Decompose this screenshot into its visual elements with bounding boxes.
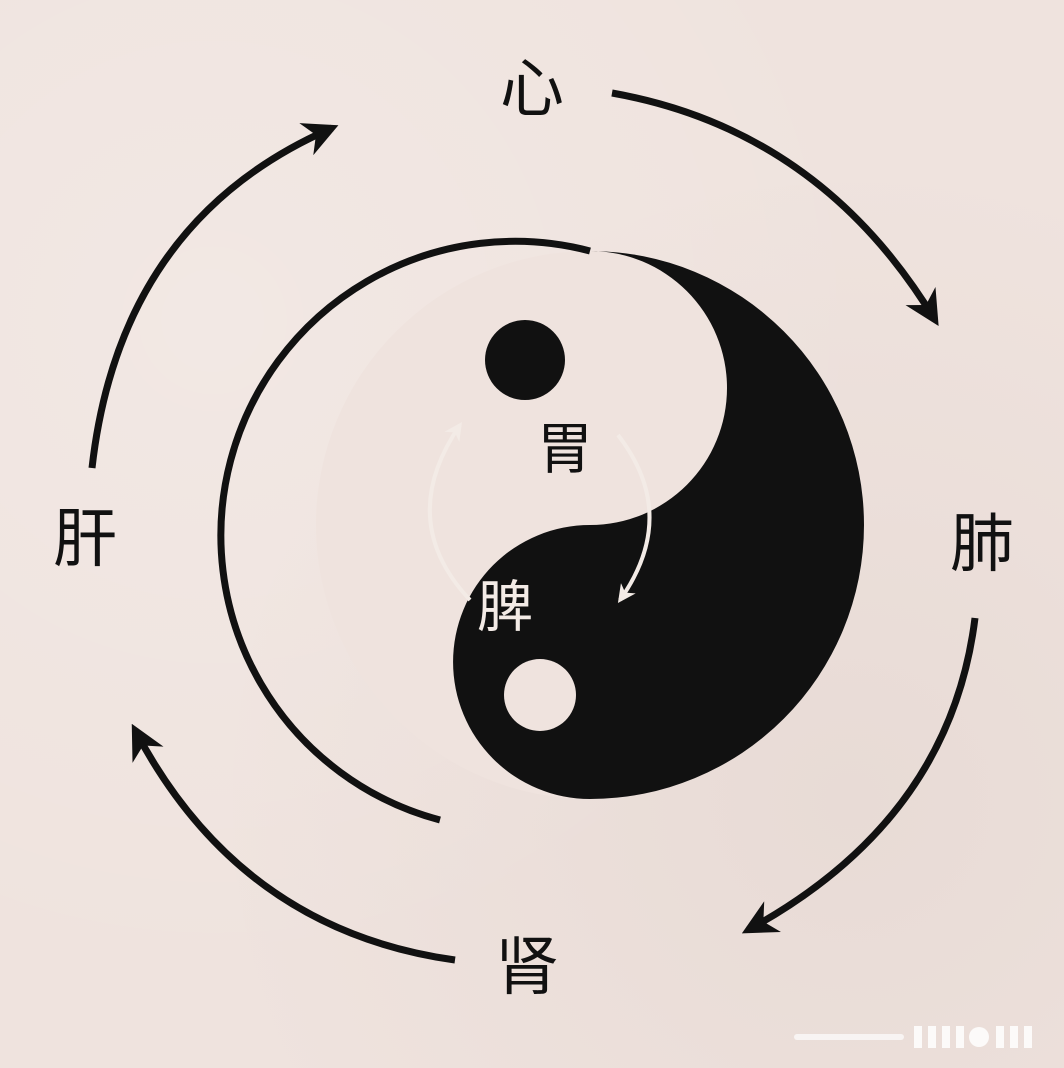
arrow-down-icon — [616, 433, 652, 603]
label-heart: 心 — [500, 53, 564, 127]
arrow-clockwise-icon — [131, 723, 456, 964]
inner-cycle-arrows — [427, 422, 652, 603]
organ-labels: 心 肺 肾 肝 胃 脾 — [53, 53, 1014, 1005]
label-kidney: 肾 — [495, 931, 559, 1005]
label-liver: 肝 — [53, 503, 117, 577]
yin-eye-dark-dot — [485, 320, 565, 400]
watermark-logo — [794, 1026, 1032, 1048]
yin-yang-symbol — [217, 237, 864, 824]
arrow-clockwise-icon — [741, 617, 979, 934]
label-stomach: 胃 — [537, 418, 593, 483]
outer-cycle-arrows — [88, 89, 979, 964]
yang-eye-light-dot — [504, 659, 576, 731]
yin-yang-rim — [217, 237, 591, 824]
label-lung: 肺 — [950, 508, 1014, 582]
arrow-clockwise-icon — [88, 123, 339, 469]
arrow-up-icon — [427, 422, 472, 602]
yin-dark-region — [453, 251, 864, 799]
arrow-clockwise-icon — [611, 89, 939, 326]
label-spleen: 脾 — [477, 576, 533, 641]
